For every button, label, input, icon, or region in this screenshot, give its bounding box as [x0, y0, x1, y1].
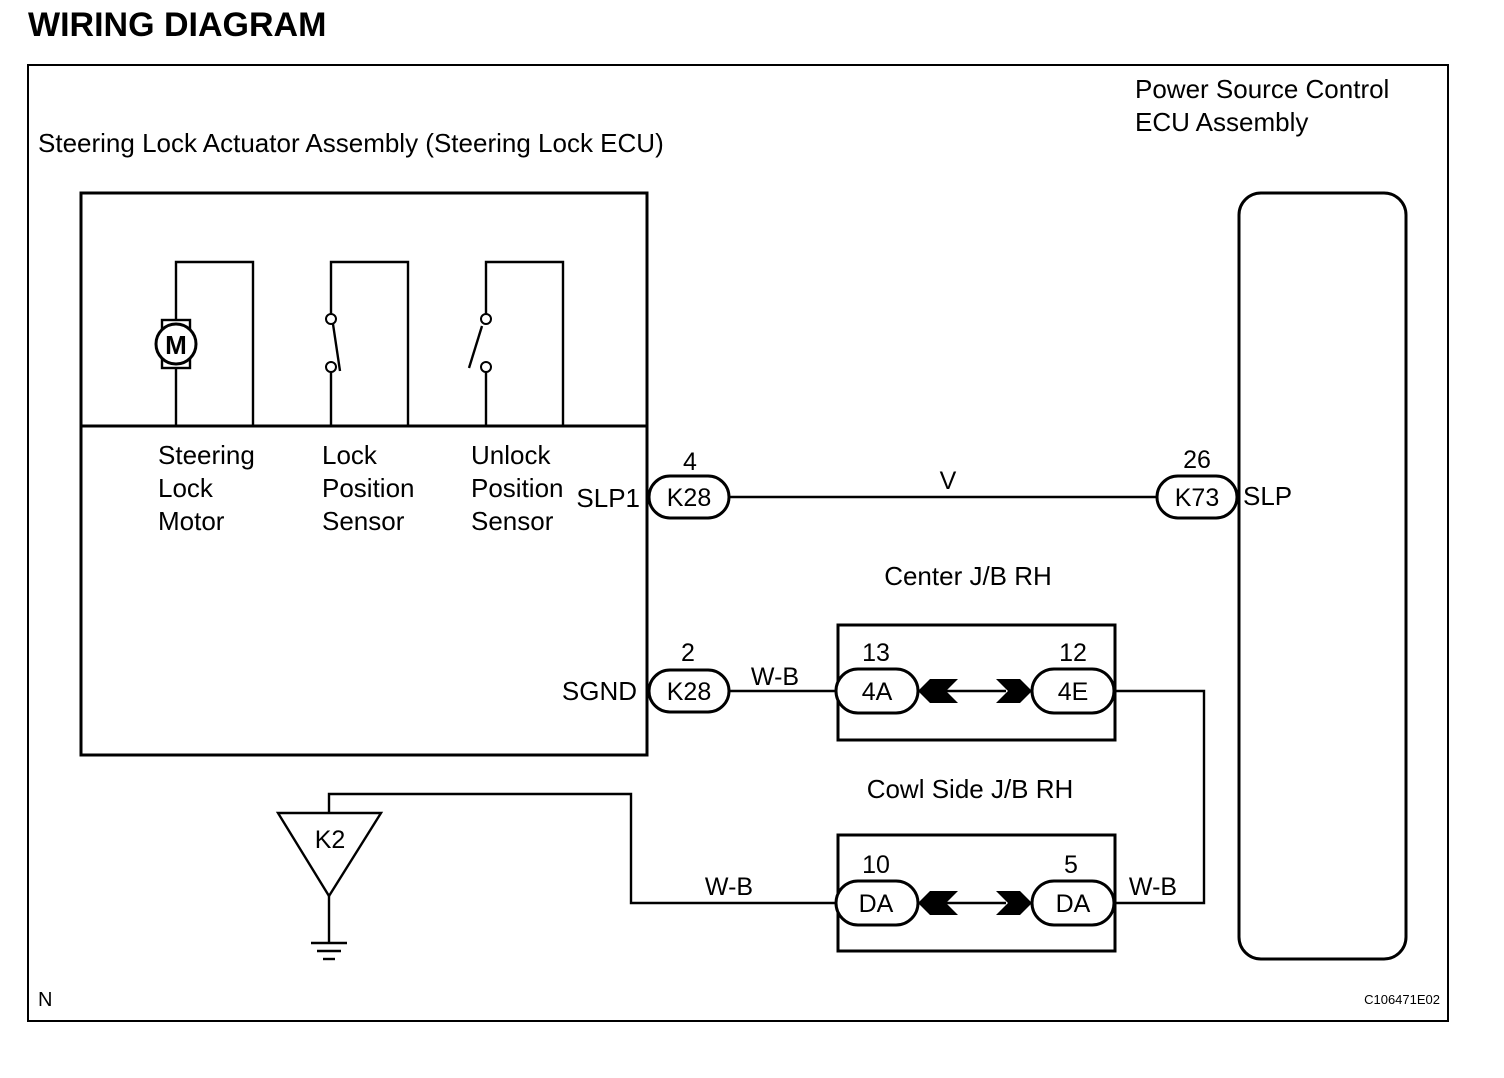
k28-sgnd-pin: 2 [681, 639, 695, 667]
slp-terminal-label: SLP [1243, 481, 1292, 511]
k73-slp-connector [1155, 474, 1239, 520]
center-jb-label: Center J/B RH [884, 561, 1052, 591]
jb-link-wire [1114, 689, 1206, 905]
lock-sensor-label-1: Lock [322, 440, 378, 470]
cowl-jb-left-pin: 10 [862, 851, 890, 879]
unlock-position-switch [467, 260, 565, 426]
k28-slp1-connector [647, 474, 731, 520]
cowl-left-wire-color: W-B [705, 873, 753, 901]
center-jb-left-pin: 13 [862, 639, 890, 667]
center-jb-right-pin: 12 [1059, 639, 1087, 667]
motor-symbol: M [165, 330, 187, 360]
sgnd-wire-color: W-B [751, 663, 799, 691]
footer-left-code: N [38, 989, 52, 1011]
cowl-right-wire-color: W-B [1129, 873, 1177, 901]
k73-slp-connector-label: K73 [1175, 484, 1219, 512]
motor-label-3: Motor [158, 506, 225, 536]
power-ecu-box [1237, 191, 1408, 961]
center-jb-internal-link [918, 679, 1032, 703]
ground-wire [327, 792, 836, 905]
center-jb-right-connector-label: 4E [1058, 678, 1089, 706]
slp-wire-color: V [940, 467, 957, 495]
steering-ecu-label: Steering Lock Actuator Assembly (Steerin… [38, 128, 664, 158]
unlock-sensor-label-2: Position [471, 473, 564, 503]
motor-label-1: Steering [158, 440, 255, 470]
unlock-sensor-label-3: Sensor [471, 506, 554, 536]
k73-slp-pin: 26 [1183, 446, 1211, 474]
motor-icon [154, 322, 198, 366]
power-ecu-label-line-2: ECU Assembly [1135, 107, 1308, 137]
unlock-sensor-label-1: Unlock [471, 440, 551, 470]
ground-point-label: K2 [315, 826, 346, 854]
slp1-terminal-label: SLP1 [576, 483, 640, 513]
lock-position-switch [325, 260, 410, 426]
lock-sensor-label-2: Position [322, 473, 415, 503]
k28-slp1-connector-label: K28 [667, 484, 711, 512]
footer-figure-code: C106471E02 [1364, 992, 1440, 1007]
sgnd-terminal-label: SGND [562, 676, 637, 706]
steering-ecu-box [79, 191, 649, 757]
power-ecu-label-line-1: Power Source Control [1135, 74, 1389, 104]
cowl-jb-right-connector-label: DA [1056, 890, 1091, 918]
cowl-jb-left-connector-label: DA [859, 890, 894, 918]
k28-sgnd-connector-label: K28 [667, 678, 711, 706]
steering-lock-motor: M [154, 260, 255, 426]
lock-sensor-label-3: Sensor [322, 506, 405, 536]
ground-point-k2: K2 [275, 811, 384, 961]
cowl-jb-right-pin: 5 [1064, 851, 1078, 879]
diagram-frame [27, 64, 1449, 1022]
motor-label-2: Lock [158, 473, 214, 503]
cowl-jb-label: Cowl Side J/B RH [867, 774, 1074, 804]
page-title: WIRING DIAGRAM [28, 6, 326, 44]
center-jb-left-connector-label: 4A [862, 678, 893, 706]
k28-slp1-pin: 4 [683, 448, 697, 476]
cowl-jb-internal-link [918, 891, 1032, 915]
